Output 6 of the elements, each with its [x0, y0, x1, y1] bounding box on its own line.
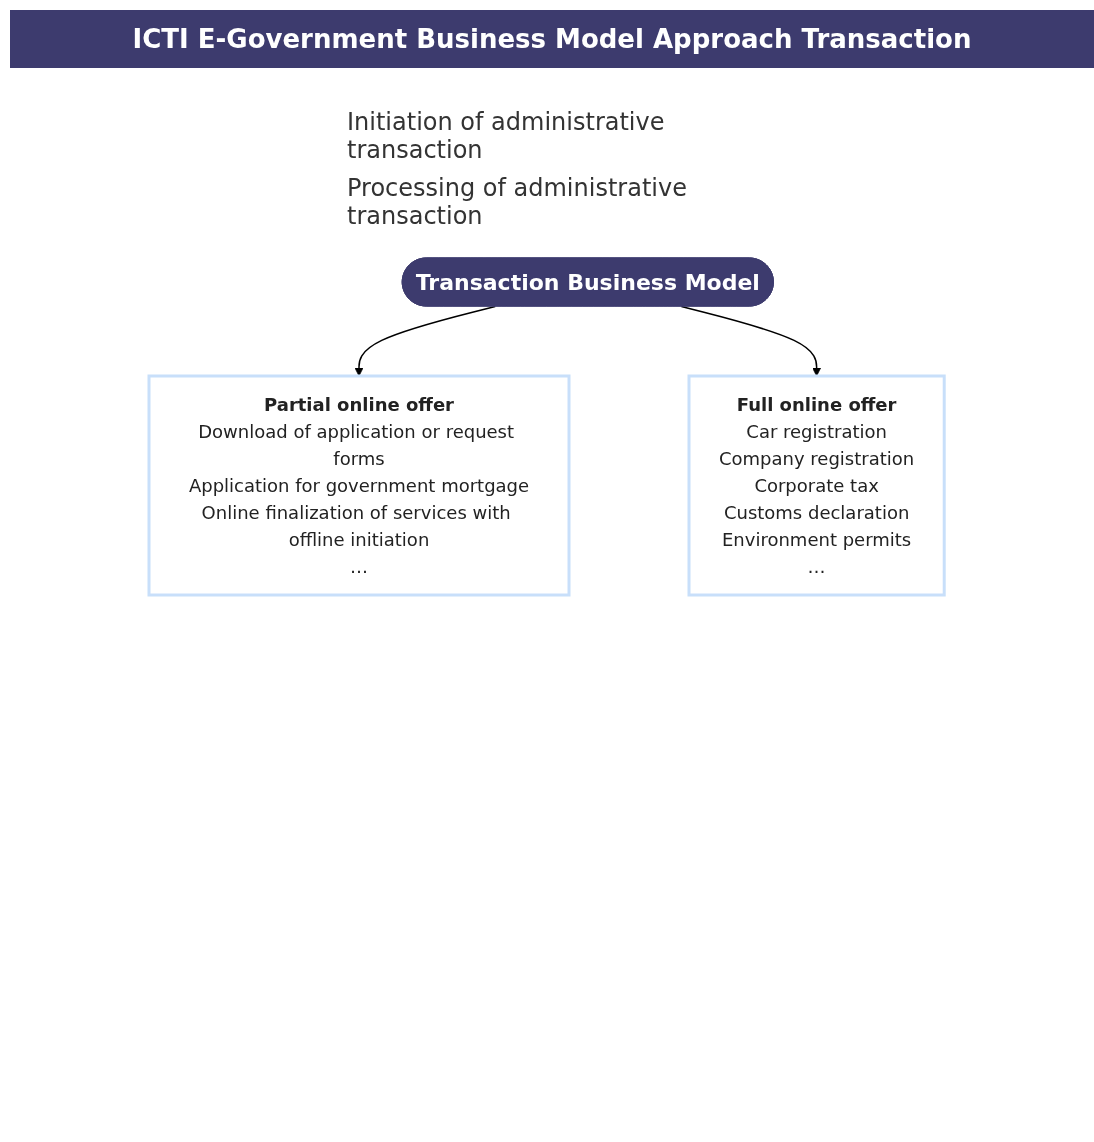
note-text: Initiation of administrative transaction: [347, 108, 666, 164]
node-box: Partial online offer Download of application or request forms Application for government mortgage Online finalization of services with offline initiation …: [147, 374, 571, 597]
arrow: [681, 305, 822, 377]
node-box: Full online offer Car registration Company registration Corporate tax Customs declaration Environment permits …: [687, 374, 947, 597]
title-banner: ICTI E-Government Business Model Approach Transaction: [10, 10, 1094, 68]
note-text: Processing of administrative transaction: [347, 174, 688, 230]
